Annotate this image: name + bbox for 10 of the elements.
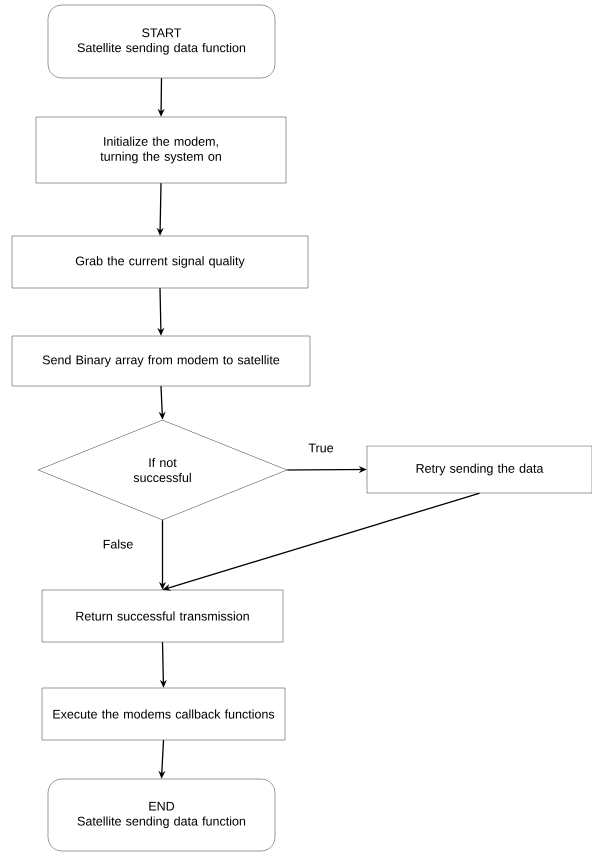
edge-label: True [307,442,335,454]
process-box: Initialize the modem, turning the system on [36,116,286,184]
process-box: Return successful transmission [42,590,284,642]
edge-label: False [102,538,134,550]
process-box: Grab the current signal quality [12,236,308,288]
process-box: Send Binary array from modem to satellite [12,336,310,386]
process-box: Execute the modems callback functions [42,688,286,740]
process-box: Retry sending the data [366,446,592,494]
terminal-box: END Satellite sending data function [48,778,276,852]
terminal-box: START Satellite sending data function [48,4,276,78]
